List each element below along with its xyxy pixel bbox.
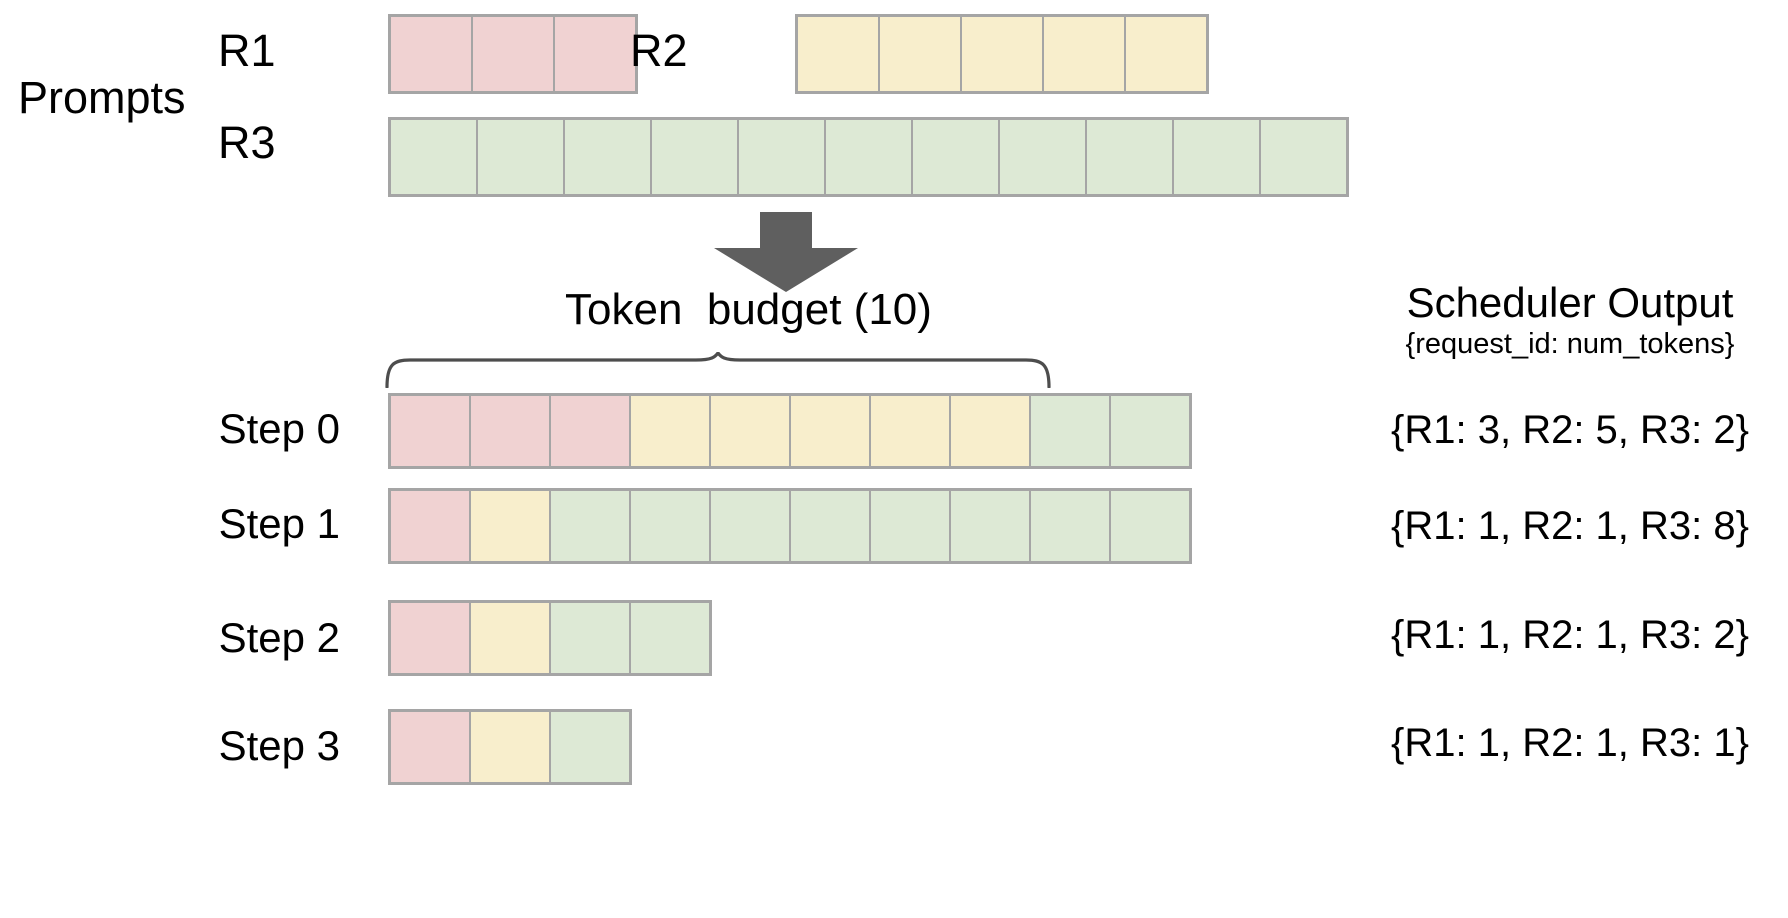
step-label-1: Step 1 [218, 500, 340, 547]
prompt-r2-token-cell [798, 17, 878, 91]
prompt-r3-token-cell [1174, 120, 1259, 194]
prompt-r2-token-cell [1126, 17, 1206, 91]
down-arrow-icon [712, 212, 860, 294]
step-0-token-cell [631, 396, 709, 466]
prompt-r3-token-cell [478, 120, 563, 194]
prompt-strip-r2 [795, 14, 1209, 94]
step-strip-0 [388, 393, 1192, 469]
prompt-r1-token-cell [473, 17, 553, 91]
prompt-r1-token-cell [391, 17, 471, 91]
prompt-r2-token-cell [880, 17, 960, 91]
prompt-strip-r3 [388, 117, 1349, 197]
step-2-token-cell [391, 603, 469, 673]
prompt-r3-token-cell [826, 120, 911, 194]
step-label-3: Step 3 [218, 722, 340, 769]
step-1-token-cell [471, 491, 549, 561]
step-1-token-cell [551, 491, 629, 561]
step-1-token-cell [631, 491, 709, 561]
request-label-r3: R3 [218, 117, 276, 168]
step-label-0: Step 0 [218, 405, 340, 452]
prompt-strip-r1 [388, 14, 638, 94]
step-0-token-cell [871, 396, 949, 466]
step-1-token-cell [391, 491, 469, 561]
step-2-token-cell [551, 603, 629, 673]
step-0-token-cell [711, 396, 789, 466]
prompt-r1-token-cell [555, 17, 635, 91]
scheduler-output-subtitle: {request_id: num_tokens} [1405, 328, 1735, 360]
step-strip-1 [388, 488, 1192, 564]
prompt-r2-token-cell [962, 17, 1042, 91]
prompt-r3-token-cell [652, 120, 737, 194]
step-3-token-cell [391, 712, 469, 782]
step-2-token-cell [631, 603, 709, 673]
step-0-token-cell [391, 396, 469, 466]
step-strip-3 [388, 709, 632, 785]
scheduler-output-title: Scheduler Output [1406, 279, 1734, 326]
prompt-r3-token-cell [1261, 120, 1346, 194]
prompt-r3-token-cell [1087, 120, 1172, 194]
step-strip-2 [388, 600, 712, 676]
prompt-r3-token-cell [565, 120, 650, 194]
token-budget-label: Token budget (10) [565, 285, 932, 334]
step-1-token-cell [951, 491, 1029, 561]
step-1-token-cell [871, 491, 949, 561]
prompt-r3-token-cell [391, 120, 476, 194]
prompt-r2-token-cell [1044, 17, 1124, 91]
step-1-token-cell [1031, 491, 1109, 561]
request-label-r1: R1 [218, 25, 276, 76]
step-3-token-cell [471, 712, 549, 782]
step-2-token-cell [471, 603, 549, 673]
step-0-token-cell [791, 396, 869, 466]
prompts-section-label: Prompts [18, 72, 186, 123]
step-0-token-cell [951, 396, 1029, 466]
prompt-r3-token-cell [913, 120, 998, 194]
request-label-r2: R2 [630, 25, 688, 76]
scheduler-output-row-2: {R1: 1, R2: 1, R3: 2} [1391, 613, 1749, 657]
step-0-token-cell [551, 396, 629, 466]
step-0-token-cell [471, 396, 549, 466]
step-1-token-cell [711, 491, 789, 561]
step-3-token-cell [551, 712, 629, 782]
step-0-token-cell [1031, 396, 1109, 466]
scheduler-output-row-0: {R1: 3, R2: 5, R3: 2} [1391, 408, 1749, 452]
step-1-token-cell [791, 491, 869, 561]
curly-brace-icon [384, 350, 1052, 389]
step-0-token-cell [1111, 396, 1189, 466]
scheduler-output-row-1: {R1: 1, R2: 1, R3: 8} [1391, 504, 1749, 548]
prompt-r3-token-cell [1000, 120, 1085, 194]
prompt-r3-token-cell [739, 120, 824, 194]
scheduler-output-row-3: {R1: 1, R2: 1, R3: 1} [1391, 721, 1749, 765]
step-1-token-cell [1111, 491, 1189, 561]
step-label-2: Step 2 [218, 614, 340, 661]
